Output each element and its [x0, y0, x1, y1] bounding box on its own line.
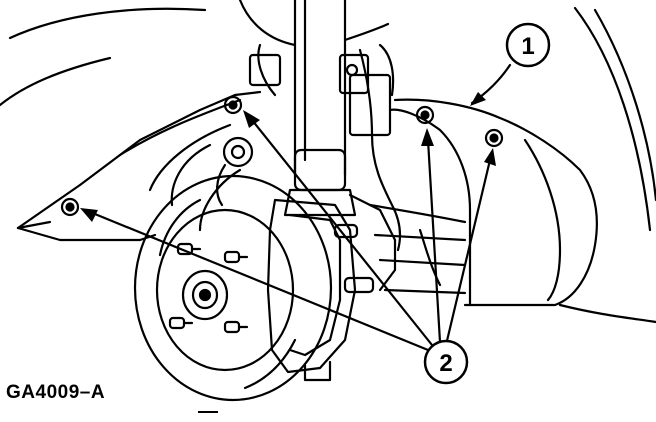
lug-studs: [168, 242, 249, 334]
wheel-well-arc-left: [8, 7, 207, 40]
wheel-well-arc-right: [573, 6, 652, 232]
brake-caliper: [266, 198, 375, 382]
lug-stud: [223, 320, 249, 334]
callout-1-number: 1: [521, 33, 534, 60]
callout-2-leader: [426, 138, 442, 344]
figure-code: GA4009–A: [6, 382, 106, 403]
strut-assembly: [238, 0, 390, 217]
callout-2-leader: [444, 158, 492, 347]
lug-stud: [223, 250, 249, 264]
callout-2-arrowhead: [484, 148, 496, 166]
callout-2-arrowhead: [80, 208, 98, 222]
callout-2-number: 2: [439, 350, 452, 377]
fastener: [484, 128, 504, 148]
wheel-hub: [181, 269, 229, 321]
fastener: [415, 105, 435, 125]
brake-rotor: [133, 174, 333, 402]
callout-2-leader: [88, 210, 430, 352]
wheel-well-arc-left-inner: [0, 56, 112, 107]
callout-2-arrowhead: [243, 110, 260, 128]
callout-2-arrowhead: [421, 128, 434, 146]
fastener: [60, 197, 80, 217]
fastener: [223, 95, 243, 115]
splash-shield: [16, 90, 598, 307]
callout-1: 1: [505, 22, 551, 68]
brake-hose: [248, 43, 402, 252]
wheel-well-arc-right-inner: [593, 8, 656, 202]
callout-2-leader: [250, 118, 434, 347]
steering-knuckle: [216, 136, 397, 292]
callout-1-arrowhead: [470, 92, 486, 106]
splash-shield-fasteners: [60, 95, 504, 217]
body-lower-edge: [558, 303, 656, 324]
lug-stud: [168, 316, 194, 330]
callout-2: 2: [423, 339, 469, 385]
